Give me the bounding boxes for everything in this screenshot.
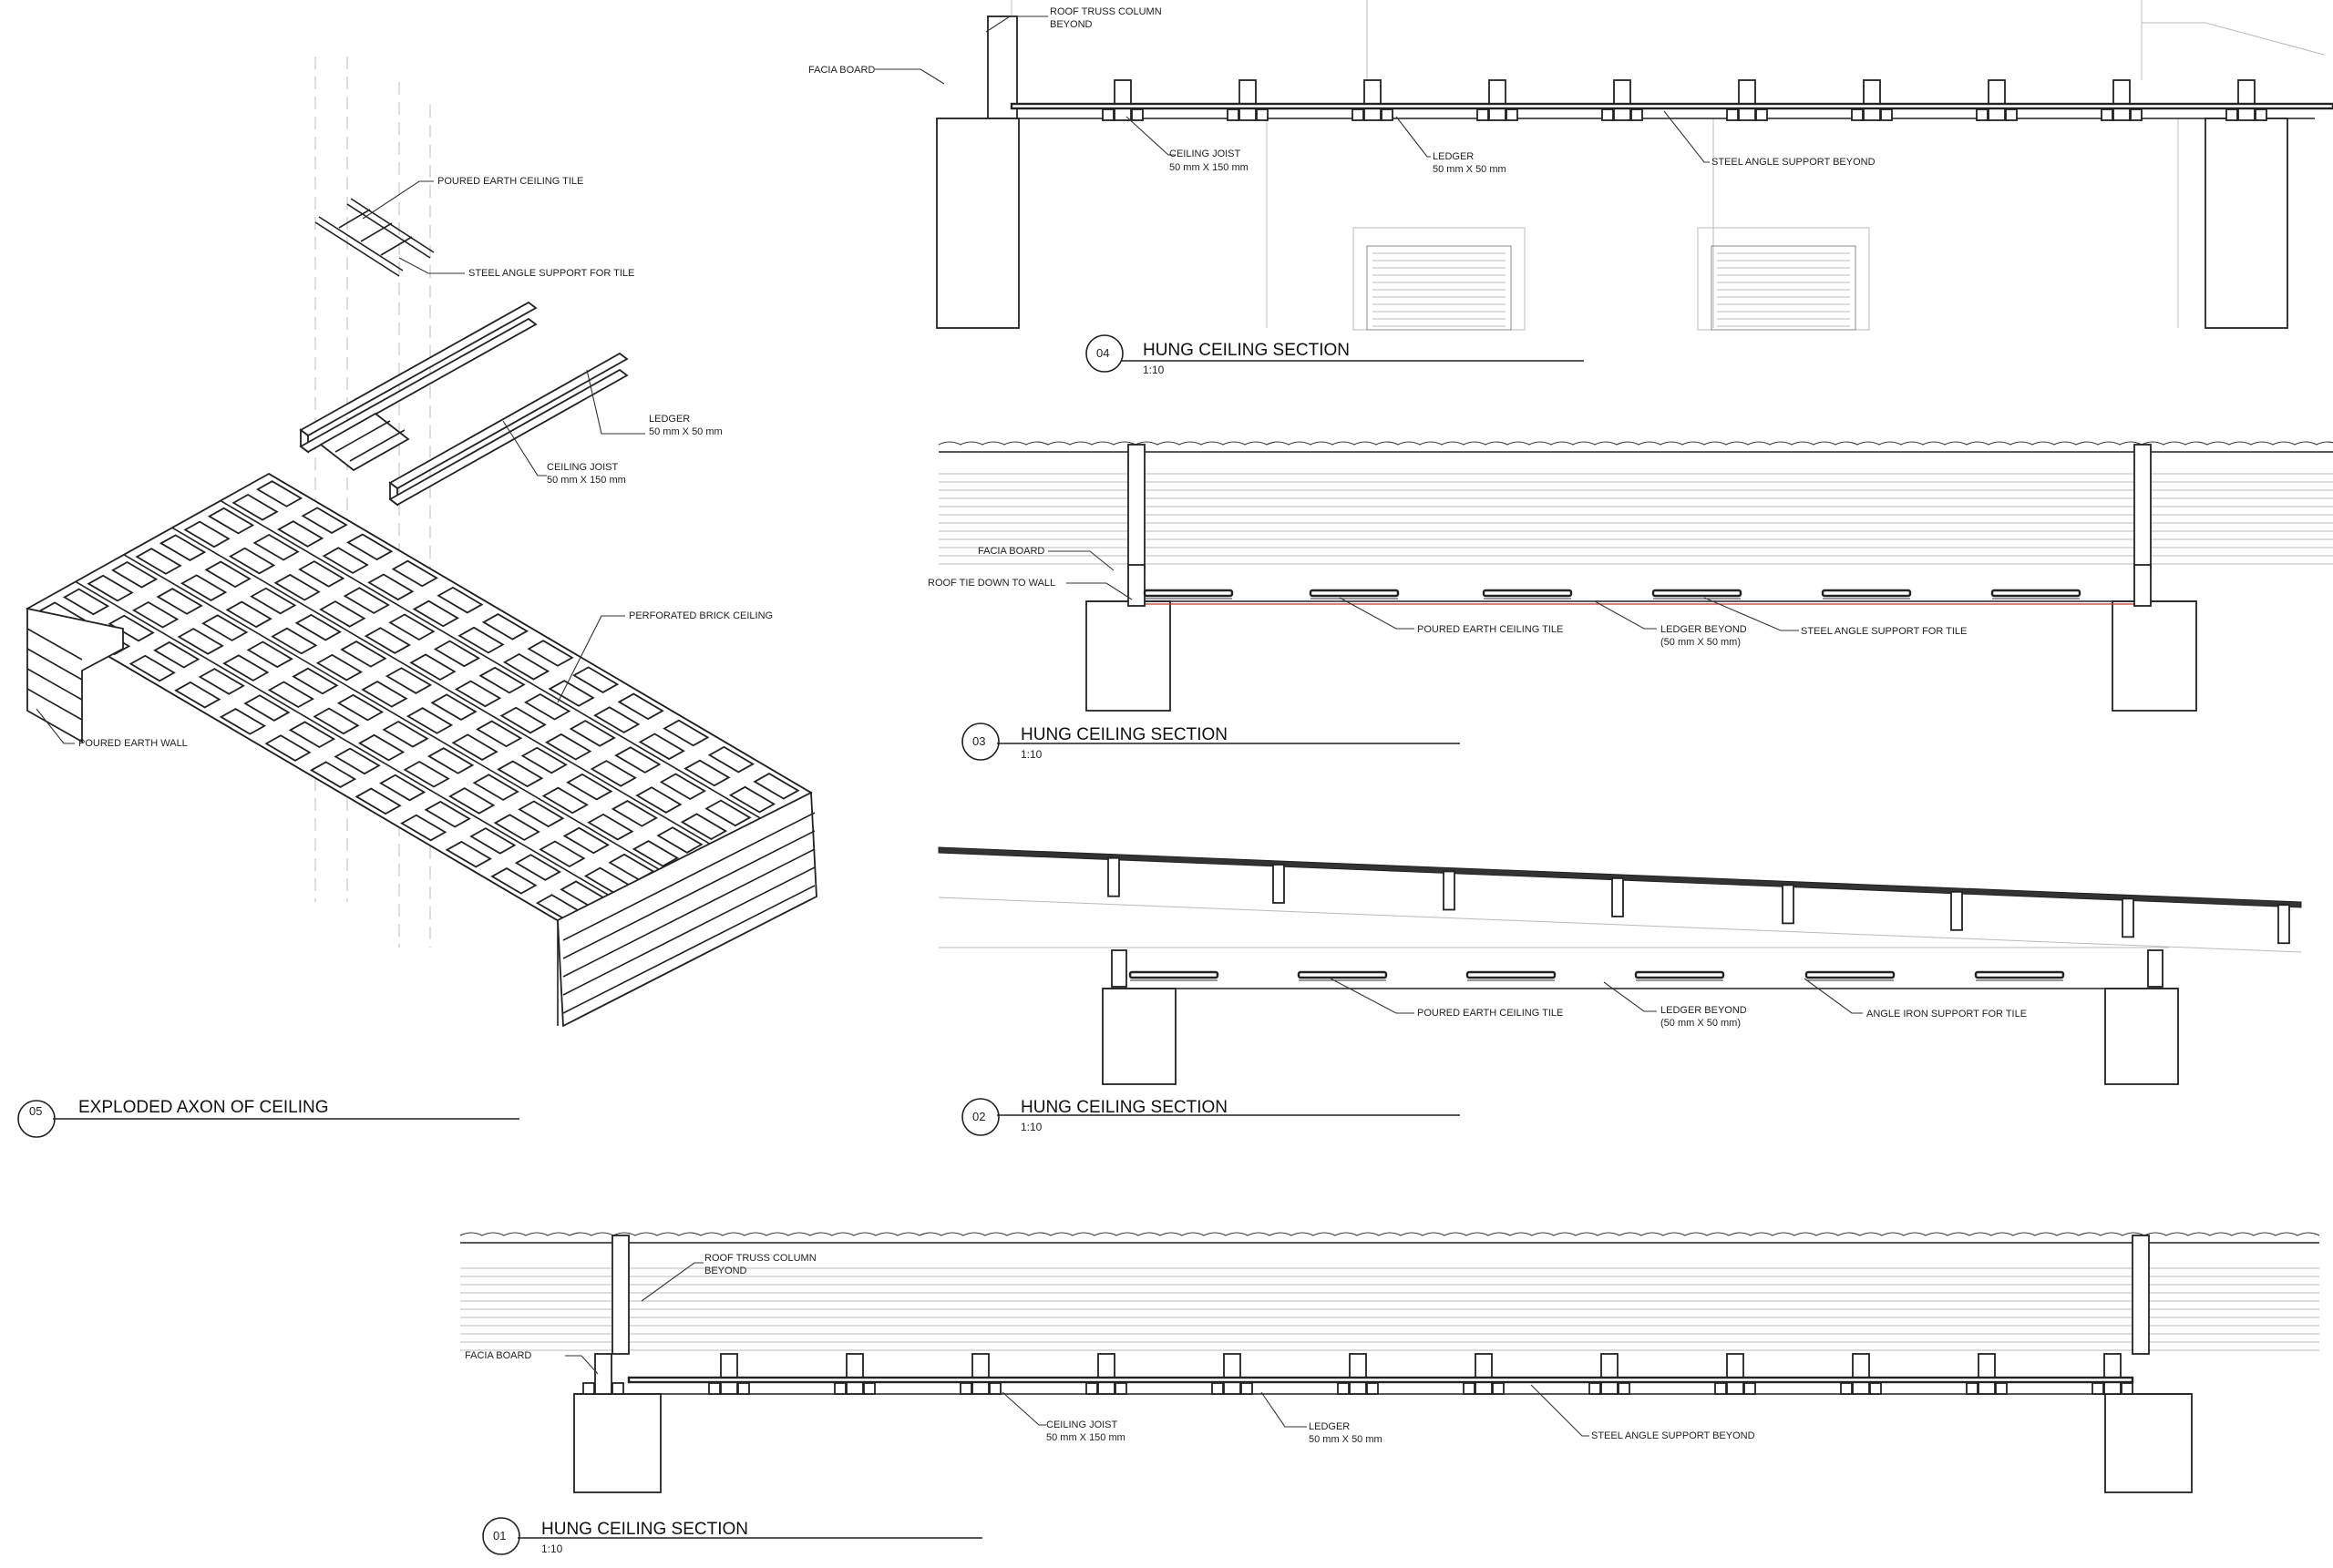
title-block-04	[1085, 334, 1584, 373]
label-axon-earth-wall: POURED EARTH WALL	[78, 738, 188, 749]
drawing-scale-03: 1:10	[1021, 748, 1043, 761]
label-02-tile: POURED EARTH CEILING TILE	[1417, 1008, 1563, 1019]
axon-end-wall-courses	[562, 812, 816, 1014]
drawing-number-02: 02	[972, 1110, 985, 1123]
label-03-ledger: LEDGER BEYOND	[1660, 624, 1747, 635]
section-02-leaders	[1330, 978, 1863, 1014]
label-axon-ledger: LEDGER	[649, 414, 690, 425]
axon-wall-courses	[26, 628, 83, 721]
drawing-title-05: EXPLODED AXON OF CEILING	[78, 1098, 329, 1117]
label-03-tile: POURED EARTH CEILING TILE	[1417, 624, 1563, 635]
section-03-roof-profile	[938, 441, 2333, 446]
section-02-wall-right	[2104, 988, 2179, 1085]
section-02-rafter-posts	[1107, 856, 2290, 945]
title-block-02	[961, 1098, 1460, 1136]
label-03-steel: STEEL ANGLE SUPPORT FOR TILE	[1801, 626, 1967, 637]
title-block-03	[961, 723, 1460, 761]
label-axon-tile: POURED EARTH CEILING TILE	[437, 176, 583, 187]
section-01-roof-profile	[459, 1232, 2320, 1236]
label-04-facia: FACIA BOARD	[808, 65, 875, 76]
axon-joists	[299, 301, 629, 507]
section-02-wall-left	[1102, 988, 1177, 1085]
label-axon-brick-ceiling: PERFORATED BRICK CEILING	[629, 610, 773, 621]
label-01-ledger: LEDGER	[1309, 1421, 1350, 1432]
drawing-05-exploded-axon: POURED EARTH CEILING TILE STEEL ANGLE SU…	[17, 56, 817, 1138]
label-01-steel: STEEL ANGLE SUPPORT BEYOND	[1591, 1430, 1755, 1441]
label-axon-joist: CEILING JOIST	[547, 462, 619, 473]
section-04-joists	[1102, 79, 2267, 121]
label-04-joist-size: 50 mm X 150 mm	[1169, 162, 1249, 173]
label-01-ledger-size: 50 mm X 50 mm	[1309, 1434, 1382, 1445]
section-03-leaders	[1048, 550, 1799, 631]
label-01-truss-beyond: BEYOND	[704, 1266, 747, 1276]
section-01-truss-right	[2132, 1235, 2150, 1355]
drawing-title-04: HUNG CEILING SECTION	[1143, 341, 1350, 360]
section-03-ceiling-tiles	[1143, 589, 2081, 600]
drawing-04-section: ROOF TRUSS COLUMN BEYOND FACIA BOARD CEI…	[808, 0, 2333, 376]
section-01-roof-sheeting	[460, 1267, 2319, 1351]
section-01-truss-left	[612, 1235, 630, 1355]
section-04-wall-left	[936, 118, 1020, 329]
drawing-title-02: HUNG CEILING SECTION	[1021, 1098, 1228, 1117]
drawing-title-03: HUNG CEILING SECTION	[1021, 725, 1228, 744]
label-02-angle-iron: ANGLE IRON SUPPORT FOR TILE	[1866, 1009, 2027, 1020]
section-01-wall-left	[573, 1393, 662, 1493]
axon-tile-angle	[314, 198, 435, 277]
label-01-joist-size: 50 mm X 150 mm	[1046, 1432, 1125, 1443]
title-block-05	[17, 1100, 519, 1138]
label-04-ledger-size: 50 mm X 50 mm	[1433, 164, 1506, 175]
label-axon-ledger-size: 50 mm X 50 mm	[649, 426, 723, 437]
section-04-tile-band	[1010, 102, 2333, 110]
drawing-number-01: 01	[493, 1529, 506, 1542]
drawing-scale-02: 1:10	[1021, 1121, 1043, 1133]
label-04-steel: STEEL ANGLE SUPPORT BEYOND	[1711, 157, 1876, 168]
section-01-joists	[582, 1353, 2133, 1395]
label-02-ledger: LEDGER BEYOND	[1660, 1005, 1747, 1016]
drawing-03-section: FACIA BOARD ROOF TIE DOWN TO WALL POURED…	[928, 441, 2333, 761]
label-01-facia: FACIA BOARD	[465, 1350, 531, 1361]
label-04-joist: CEILING JOIST	[1169, 149, 1241, 159]
section-03-roof-sheeting	[939, 473, 2333, 565]
label-axon-joist-size: 50 mm X 150 mm	[547, 475, 626, 486]
drawing-scale-01: 1:10	[541, 1542, 563, 1555]
drawing-title-01: HUNG CEILING SECTION	[541, 1520, 748, 1539]
label-04-truss-beyond: BEYOND	[1050, 19, 1093, 30]
label-01-joist: CEILING JOIST	[1046, 1419, 1118, 1430]
title-block-01	[482, 1517, 982, 1555]
section-01-leaders	[565, 1262, 1589, 1437]
drawing-01-section: ROOF TRUSS COLUMN BEYOND FACIA BOARD CEI…	[459, 1232, 2320, 1555]
section-03-truss-right	[2133, 444, 2152, 569]
section-01-tile-band	[627, 1376, 2134, 1384]
label-02-ledger-size: (50 mm X 50 mm)	[1660, 1018, 1741, 1029]
section-03-wall-right	[2112, 600, 2197, 712]
label-03-tie-down: ROOF TIE DOWN TO WALL	[928, 578, 1055, 589]
section-03-truss-left	[1127, 444, 1146, 569]
section-04-wall-right	[2205, 118, 2288, 329]
label-01-truss: ROOF TRUSS COLUMN	[704, 1253, 817, 1264]
section-04-windows	[1366, 245, 1856, 331]
section-04-leaders	[875, 15, 1710, 163]
drawing-number-03: 03	[972, 734, 985, 748]
label-04-truss: ROOF TRUSS COLUMN	[1050, 6, 1162, 17]
axon-perforated-brick-ceiling	[26, 472, 817, 1028]
axon-leaders	[36, 180, 645, 744]
section-02-ceiling-tiles	[1128, 970, 2065, 981]
section-03-wall-left	[1085, 600, 1171, 712]
label-04-ledger: LEDGER	[1433, 151, 1474, 162]
drawing-number-05: 05	[29, 1104, 42, 1118]
drawing-02-section: POURED EARTH CEILING TILE LEDGER BEYOND …	[938, 846, 2302, 1136]
drawing-scale-04: 1:10	[1143, 364, 1165, 376]
drawing-number-04: 04	[1096, 346, 1109, 360]
section-04-truss-column	[987, 15, 1018, 119]
label-03-facia: FACIA BOARD	[978, 546, 1044, 557]
section-01-wall-right	[2104, 1393, 2193, 1493]
label-03-ledger-size: (50 mm X 50 mm)	[1660, 637, 1741, 648]
label-axon-steel: STEEL ANGLE SUPPORT FOR TILE	[468, 268, 634, 279]
